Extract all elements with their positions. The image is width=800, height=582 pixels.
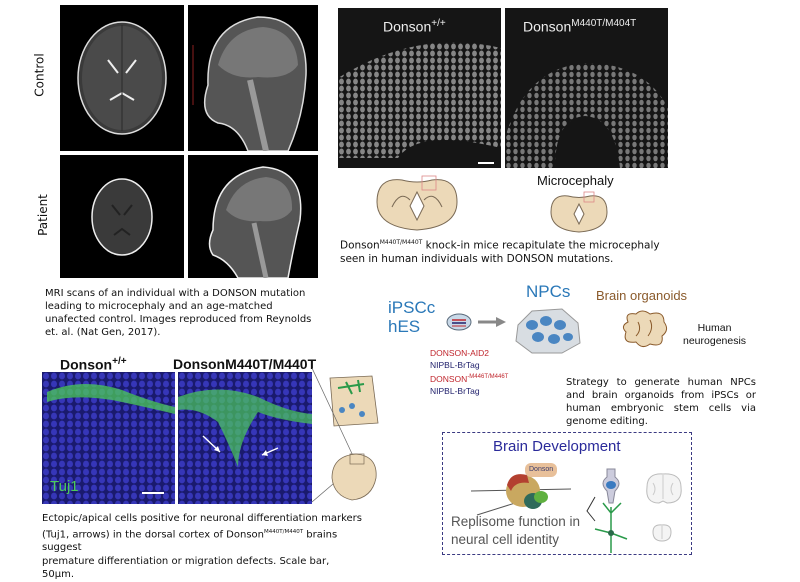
- brain-large-icon: [646, 473, 682, 504]
- construct-donson-aid2: DONSON-AID2: [430, 348, 490, 358]
- nuclei-pattern: [338, 42, 501, 158]
- mri-caption: MRI scans of an individual with a DONSON…: [45, 288, 312, 338]
- fluorescence-wildtype-image: Donson+/+: [338, 8, 501, 168]
- replisome-icon: [471, 463, 572, 516]
- npcs-label: NPCs: [526, 282, 571, 301]
- mri-control-sagittal: [188, 5, 318, 151]
- replisome-text: Replisome function in neural cell identi…: [451, 514, 581, 547]
- donson-label: Donson: [529, 466, 554, 473]
- tuj1-nuclei-pattern: [42, 372, 175, 504]
- mouse-caption: DonsonM440T/M440T knock-in mice recapitu…: [340, 239, 660, 265]
- tuj1-caption: Ectopic/apical cells positive for neuron…: [42, 513, 362, 581]
- sagittal-head-icon: [192, 16, 307, 151]
- brain-section-normal-icon: [376, 175, 458, 231]
- brain-section-microcephaly-icon: [550, 191, 608, 233]
- construct-list: DONSON-AID2 NIPBL-BrTag DONSON-M446T/M44…: [430, 347, 508, 397]
- row-label-patient: Patient: [35, 194, 50, 236]
- row-label-control: Control: [32, 53, 47, 97]
- cell-fate-icon: [586, 468, 628, 553]
- mri-patient-axial: [60, 155, 184, 278]
- tuj1-mutant-nuclei-pattern: [178, 372, 312, 504]
- mutant-title: DonsonM440T/M404T: [523, 18, 637, 35]
- tuj1-stain-label: Tuj1: [50, 478, 79, 495]
- construct-nipbl-brtag-2: NIPBL-BrTag: [430, 385, 480, 396]
- axial-brain-small-icon: [91, 178, 153, 256]
- mri-patient-sagittal: [188, 155, 318, 278]
- brain-development-title: Brain Development: [493, 438, 621, 455]
- strategy-caption: Strategy to generate human NPCs and brai…: [566, 377, 756, 427]
- npc-cluster-icon: [515, 308, 581, 354]
- brain-development-box: Brain Development Donson Replisome funct…: [442, 432, 692, 555]
- axial-brain-icon: [77, 21, 167, 135]
- mri-control-axial: [60, 5, 184, 151]
- organoids-label: Brain organoids: [596, 288, 688, 303]
- fluorescence-mutant-image: DonsonM440T/M404T: [505, 8, 668, 168]
- construct-donson-m446t: DONSON-M446T/M446T: [430, 373, 509, 384]
- microcephaly-label: Microcephaly: [537, 173, 614, 188]
- brain-organoid-icon: [622, 310, 668, 348]
- stem-cell-icon: [446, 313, 472, 331]
- wildtype-title: Donson+/+: [383, 18, 446, 35]
- arrow-right-icon: [478, 317, 506, 327]
- tuj1-mutant-image: [178, 372, 312, 504]
- tuj1-wildtype-image: Tuj1: [42, 372, 175, 504]
- cortex-schematic-icon: [312, 368, 379, 503]
- human-neurogenesis-label: Human neurogenesis: [683, 322, 747, 347]
- scale-bar: [478, 162, 494, 164]
- source-cell-label: iPSCc hES: [388, 298, 436, 336]
- tuj1-wildtype-title: Donson+/+: [60, 356, 127, 373]
- tuj1-scale-bar: [142, 492, 164, 494]
- sagittal-head-small-icon: [208, 166, 302, 278]
- nuclei-pattern-mutant: [505, 63, 668, 168]
- construct-nipbl-brtag-1: NIPBL-BrTag: [430, 360, 480, 370]
- brain-small-icon: [652, 524, 672, 542]
- tuj1-mutant-title: DonsonM440T/M440T: [173, 356, 317, 372]
